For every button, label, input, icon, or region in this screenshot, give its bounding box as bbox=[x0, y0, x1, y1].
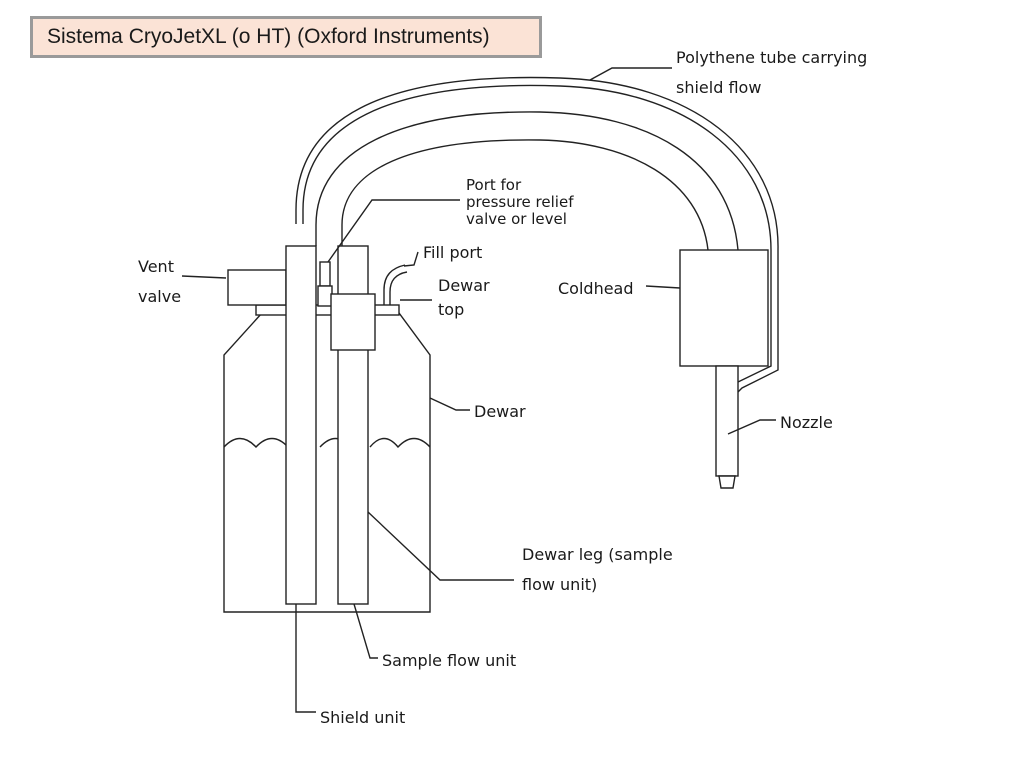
pressure-relief-port-base bbox=[317, 285, 333, 307]
label-polythene-tube-2: shield flow bbox=[676, 78, 761, 97]
nozzle bbox=[715, 365, 739, 489]
label-port-1: Port for bbox=[466, 176, 522, 194]
label-port-2: pressure relief bbox=[466, 193, 574, 211]
label-port-3: valve or level bbox=[466, 210, 567, 228]
coldhead bbox=[679, 249, 769, 367]
label-vent-2: valve bbox=[138, 287, 181, 306]
label-coldhead: Coldhead bbox=[558, 279, 634, 298]
label-fill-port: Fill port bbox=[423, 243, 482, 262]
label-sample-flow-unit: Sample flow unit bbox=[382, 651, 516, 670]
vent-valve bbox=[227, 269, 287, 306]
label-dewar-leg-2: flow unit) bbox=[522, 575, 597, 594]
label-nozzle: Nozzle bbox=[780, 413, 833, 432]
page-title: Sistema CryoJetXL (o HT) (Oxford Instrum… bbox=[30, 16, 542, 58]
label-vent-1: Vent bbox=[138, 257, 174, 276]
transfer-tube bbox=[315, 111, 739, 251]
page-title-text: Sistema CryoJetXL (o HT) (Oxford Instrum… bbox=[47, 25, 490, 48]
pressure-relief-port bbox=[319, 261, 331, 287]
shield-unit-column bbox=[285, 245, 317, 605]
dewar-leg-block bbox=[330, 293, 376, 351]
leader-lines bbox=[181, 67, 776, 713]
fill-port bbox=[383, 264, 408, 305]
polythene-tube bbox=[295, 76, 779, 393]
label-dewar-top-1: Dewar bbox=[438, 276, 490, 295]
label-dewar-leg-1: Dewar leg (sample bbox=[522, 545, 673, 564]
label-shield-unit: Shield unit bbox=[320, 708, 405, 727]
label-dewar-top-2: top bbox=[438, 300, 464, 319]
label-polythene-tube-1: Polythene tube carrying bbox=[676, 48, 867, 67]
dewar-body bbox=[223, 312, 431, 613]
label-dewar: Dewar bbox=[474, 402, 526, 421]
